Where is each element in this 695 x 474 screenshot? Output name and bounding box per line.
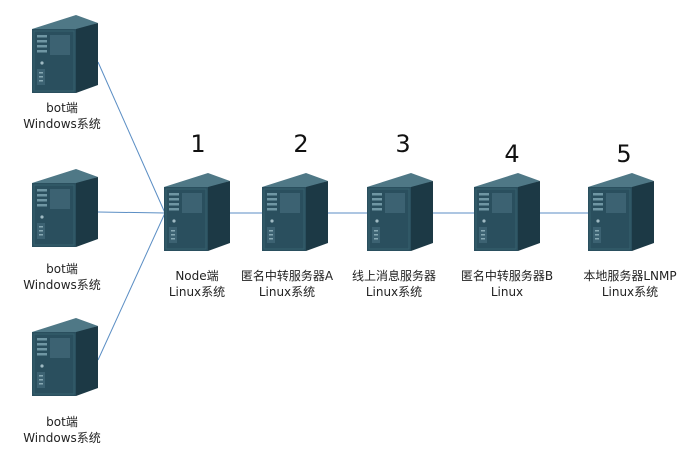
node-role: 匿名中转服务器A [240, 269, 334, 283]
link-client2-node [97, 211, 166, 214]
server-icon [163, 172, 231, 252]
client-role: bot端 [46, 262, 78, 276]
node-label: 匿名中转服务器A Linux系统 [227, 268, 347, 300]
node-role: 线上消息服务器 [351, 269, 436, 283]
node-number: 5 [616, 140, 632, 168]
node-os: Linux系统 [601, 285, 659, 299]
node-os: Linux系统 [258, 285, 316, 299]
node-label: 本地服务器LNMP Linux系统 [570, 268, 690, 300]
client-role: bot端 [46, 101, 78, 115]
server-icon [473, 172, 541, 252]
server-icon [31, 317, 99, 397]
client-label: bot端 Windows系统 [2, 261, 122, 293]
client-os: Windows系统 [23, 431, 101, 445]
node-number: 4 [504, 140, 520, 168]
client-os: Windows系统 [23, 117, 101, 131]
node-label: 线上消息服务器 Linux系统 [334, 268, 454, 300]
node-number: 1 [190, 130, 206, 158]
link-client3-node [97, 212, 166, 361]
client-os: Windows系统 [23, 278, 101, 292]
node-label: 匿名中转服务器B Linux [447, 268, 567, 300]
node-role: 匿名中转服务器B [460, 269, 554, 283]
client-label: bot端 Windows系统 [2, 414, 122, 446]
server-icon [31, 14, 99, 94]
server-icon [587, 172, 655, 252]
node-role: 本地服务器LNMP [583, 269, 677, 283]
node-os: Linux系统 [168, 285, 226, 299]
node-number: 2 [293, 130, 309, 158]
client-role: bot端 [46, 415, 78, 429]
node-role: Node端 [175, 269, 219, 283]
client-label: bot端 Windows系统 [2, 100, 122, 132]
server-icon [366, 172, 434, 252]
node-label: Node端 Linux系统 [137, 268, 257, 300]
node-os: Linux系统 [365, 285, 423, 299]
server-icon [31, 168, 99, 248]
link-client1-node [97, 61, 166, 214]
server-icon [261, 172, 329, 252]
node-os: Linux [490, 285, 524, 299]
node-number: 3 [395, 130, 411, 158]
